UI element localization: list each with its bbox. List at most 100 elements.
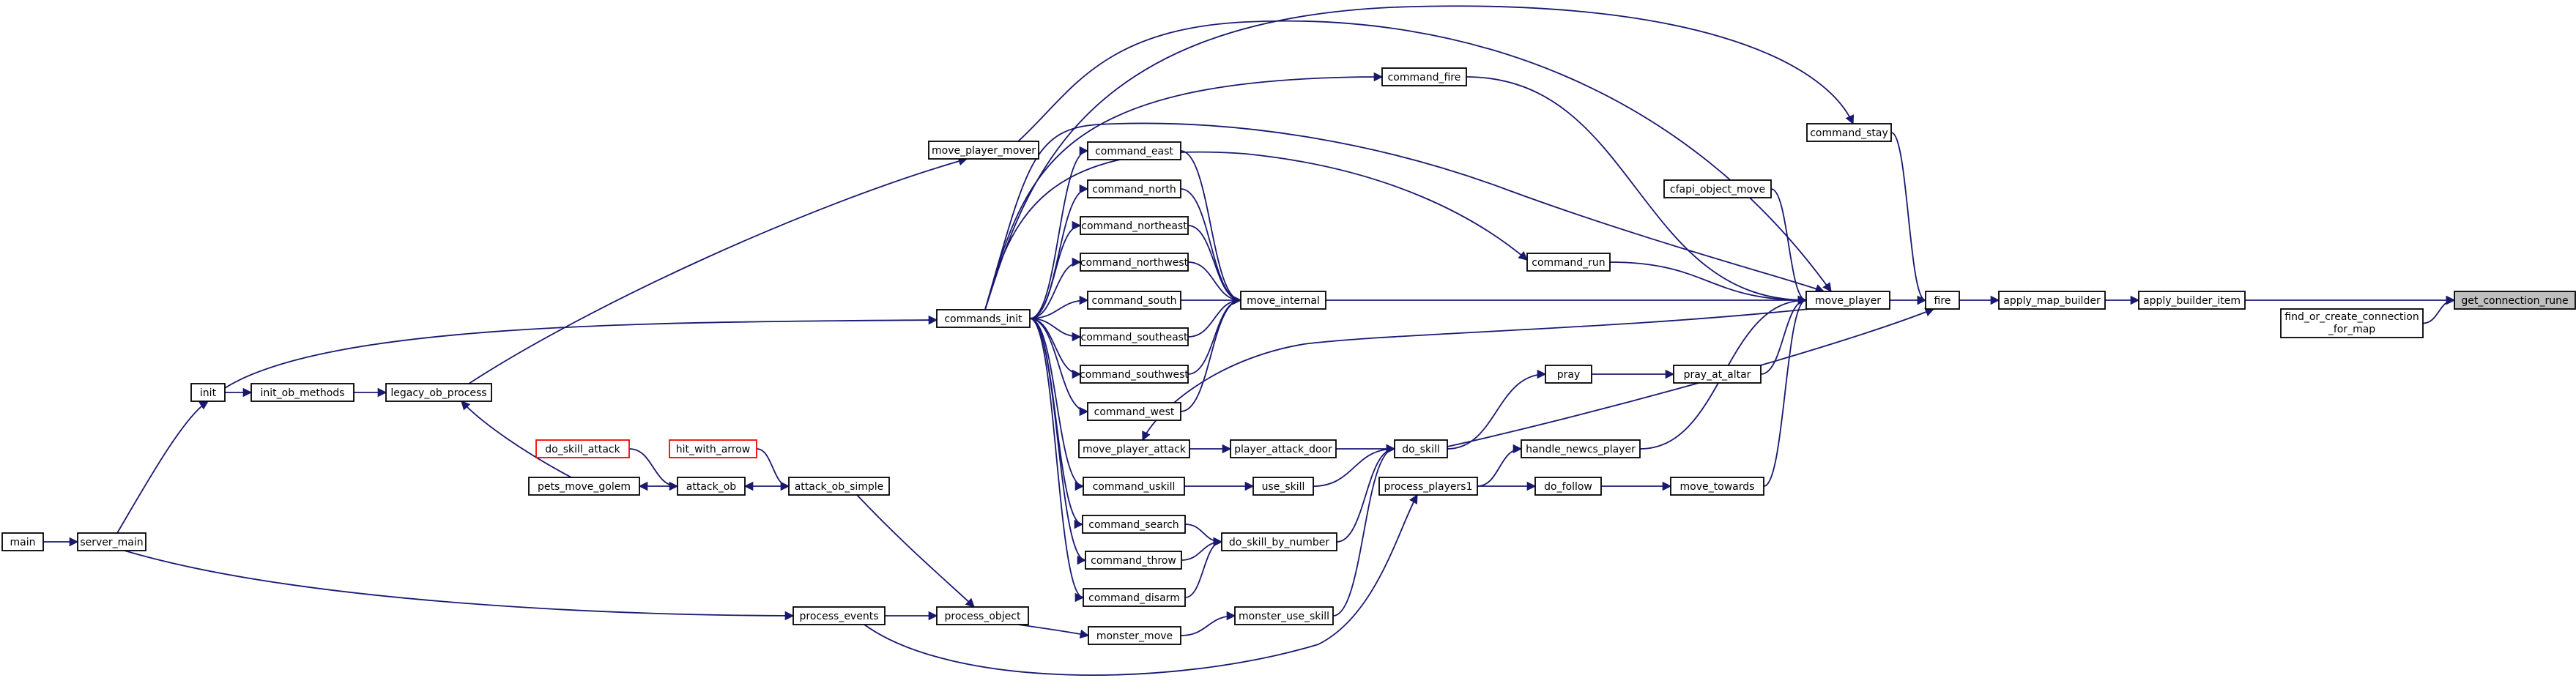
node-box — [1221, 532, 1337, 551]
node-box — [535, 439, 630, 458]
edge-commands_init-to-command_throw — [1029, 318, 1087, 565]
node-label: apply_builder_item — [2143, 295, 2241, 307]
node-attack-ob-simple[interactable]: attack_ob_simple — [788, 477, 890, 496]
edge-command_southeast-to-move_internal — [1187, 295, 1242, 338]
node-cfapi-object-move[interactable]: cfapi_object_move — [1663, 179, 1772, 198]
node-move-player-attack[interactable]: move_player_attack — [1078, 439, 1190, 458]
edge-line — [461, 401, 572, 478]
edge-cfapi_object_move-to-move_player — [1770, 188, 1808, 305]
node-box — [1806, 123, 1892, 142]
edge-line — [1184, 524, 1223, 547]
edge-hit_with_arrow-to-attack_ob_simple — [756, 448, 790, 491]
node-init-ob-methods[interactable]: init_ob_methods — [250, 383, 355, 402]
node-label: command_stay — [1810, 127, 1888, 139]
node-command-search[interactable]: command_search — [1082, 515, 1186, 534]
node-attack-ob[interactable]: attack_ob — [677, 477, 746, 496]
node-label: legacy_ob_process — [390, 387, 486, 399]
node-find-or-create-connection-for-map[interactable]: find_or_create_connection_for_map — [2280, 308, 2424, 338]
node-command-east[interactable]: command_east — [1087, 141, 1181, 160]
edge-line — [1029, 184, 1089, 319]
node-apply-map-builder[interactable]: apply_map_builder — [1998, 291, 2106, 310]
node-monster-move[interactable]: monster_move — [1088, 626, 1181, 645]
node-pray[interactable]: pray — [1545, 365, 1592, 384]
node-label: move_player_attack — [1083, 444, 1187, 455]
node-hit-with-arrow[interactable]: hit_with_arrow — [669, 439, 757, 458]
node-legacy-ob-process[interactable]: legacy_ob_process — [385, 383, 492, 402]
edge-line — [1477, 444, 1523, 487]
node-command-stay[interactable]: command_stay — [1806, 123, 1892, 142]
node-box — [1670, 477, 1764, 496]
node-label: command_northeast — [1081, 220, 1187, 232]
node-get-connection-rune[interactable]: get_connection_rune — [2454, 291, 2576, 310]
node-label: command_northwest — [1080, 257, 1189, 269]
node-label: command_east — [1095, 146, 1173, 157]
node-label: attack_ob — [686, 481, 737, 493]
node-box — [1521, 439, 1641, 458]
node-box — [1925, 291, 1960, 310]
node-box — [1805, 291, 1890, 310]
node-box — [1082, 515, 1186, 534]
node-label: move_internal — [1247, 295, 1320, 307]
node-box — [793, 606, 886, 625]
node-fire[interactable]: fire — [1925, 291, 1960, 310]
node-command-southwest[interactable]: command_southwest — [1080, 365, 1189, 384]
node-move-towards[interactable]: move_towards — [1670, 477, 1764, 496]
node-label: find_or_create_connection — [2284, 311, 2419, 323]
node-command-south[interactable]: command_south — [1087, 291, 1181, 310]
edge-pets_move_golem-to-legacy_ob_process — [461, 401, 572, 478]
node-process-object[interactable]: process_object — [936, 606, 1029, 625]
edge-line — [1029, 318, 1087, 565]
node-label: do_skill_attack — [545, 444, 620, 455]
node-move-internal[interactable]: move_internal — [1240, 291, 1326, 310]
node-box — [1381, 67, 1467, 86]
node-command-uskill[interactable]: command_uskill — [1083, 477, 1185, 496]
node-box — [1083, 588, 1186, 607]
node-do-skill-attack[interactable]: do_skill_attack — [535, 439, 630, 458]
node-command-southeast[interactable]: command_southeast — [1080, 327, 1189, 346]
node-process-events[interactable]: process_events — [793, 606, 886, 625]
node-process-players1[interactable]: process_players1 — [1378, 477, 1478, 496]
node-pray-at-altar[interactable]: pray_at_altar — [1673, 365, 1762, 384]
edge-line — [1180, 611, 1236, 636]
node-label: command_throw — [1091, 555, 1176, 567]
node-player-attack-door[interactable]: player_attack_door — [1230, 439, 1337, 458]
edge-line — [628, 448, 679, 491]
node-do-skill[interactable]: do_skill — [1394, 439, 1448, 458]
node-command-throw[interactable]: command_throw — [1085, 551, 1182, 570]
node-init[interactable]: init — [190, 383, 226, 402]
node-command-northwest[interactable]: command_northwest — [1080, 253, 1189, 272]
node-pets-move-golem[interactable]: pets_move_golem — [528, 477, 640, 496]
node-commands-init[interactable]: commands_init — [936, 309, 1031, 328]
edge-line — [1609, 261, 1808, 305]
node-label: pray — [1557, 369, 1581, 381]
node-apply-builder-item[interactable]: apply_builder_item — [2138, 291, 2246, 310]
node-do-follow[interactable]: do_follow — [1534, 477, 1602, 496]
node-command-fire[interactable]: command_fire — [1381, 67, 1467, 86]
node-do-skill-by-number[interactable]: do_skill_by_number — [1221, 532, 1337, 551]
edge-line — [856, 494, 975, 608]
edge-move_towards-to-move_player — [1763, 295, 1808, 487]
node-main[interactable]: main — [1, 532, 44, 551]
node-command-west[interactable]: command_west — [1087, 402, 1181, 421]
node-server-main[interactable]: server_main — [77, 532, 146, 551]
node-label: monster_move — [1096, 630, 1173, 642]
edge-attack_ob_simple-to-process_object — [856, 494, 975, 608]
edge-line — [224, 315, 938, 389]
node-monster-use-skill[interactable]: monster_use_skill — [1234, 606, 1334, 625]
node-label: server_main — [80, 537, 143, 548]
node-command-run[interactable]: command_run — [1526, 253, 1611, 272]
node-label: hit_with_arrow — [676, 444, 751, 455]
node-use-skill[interactable]: use_skill — [1252, 477, 1314, 496]
node-command-northeast[interactable]: command_northeast — [1080, 216, 1189, 235]
edge-line — [1770, 188, 1808, 305]
node-move-player-mover[interactable]: move_player_mover — [928, 141, 1039, 160]
node-command-north[interactable]: command_north — [1087, 179, 1181, 198]
edge-line — [1890, 132, 1927, 305]
node-box — [1234, 606, 1334, 625]
node-label: command_southwest — [1080, 369, 1189, 381]
edge-find_or_create_connection_for_map-to-get_connection_rune — [2422, 295, 2456, 324]
node-command-disarm[interactable]: command_disarm — [1083, 588, 1186, 607]
node-handle-newcs-player[interactable]: handle_newcs_player — [1521, 439, 1641, 458]
node-move-player[interactable]: move_player — [1805, 291, 1890, 310]
edge-monster_move-to-monster_use_skill — [1180, 611, 1236, 636]
